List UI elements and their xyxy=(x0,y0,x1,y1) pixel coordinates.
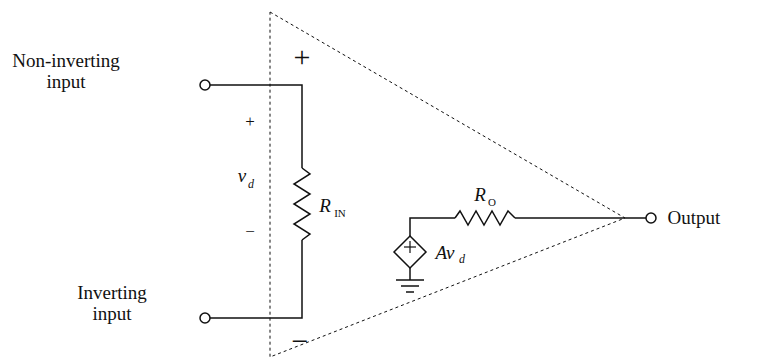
resistor-symbol xyxy=(455,211,515,225)
output-terminal xyxy=(646,213,656,223)
terminal-name: Non-inverting input xyxy=(4,51,129,93)
polarity-sign: + xyxy=(294,40,311,73)
terminal-name: Output xyxy=(668,208,721,229)
subscript: O xyxy=(488,196,496,208)
wire xyxy=(515,217,646,219)
ground-symbol xyxy=(401,285,419,287)
wire xyxy=(210,240,302,318)
subscript: IN xyxy=(334,207,346,219)
wire xyxy=(410,218,455,236)
polarity-sign: − xyxy=(245,223,255,242)
polarity-sign: + xyxy=(245,113,255,132)
polarity-mark xyxy=(409,241,410,253)
input-terminal xyxy=(200,80,210,90)
polarity-sign: − xyxy=(292,324,309,357)
gain-expression: Av xyxy=(436,243,455,264)
ground-symbol xyxy=(396,279,424,281)
component-name: R xyxy=(319,196,331,217)
input-terminal xyxy=(200,313,210,323)
dependent-source-symbol xyxy=(394,236,426,268)
amplifier-outline xyxy=(270,12,625,357)
terminal-name: Inverting input xyxy=(62,283,162,325)
subscript: d xyxy=(459,253,465,266)
resistor-symbol xyxy=(294,168,310,240)
wire xyxy=(409,268,411,280)
subscript: d xyxy=(248,178,254,191)
ground-symbol xyxy=(406,291,414,293)
wire xyxy=(210,85,302,168)
component-name: R xyxy=(474,185,486,206)
signal-name: v xyxy=(238,166,246,187)
